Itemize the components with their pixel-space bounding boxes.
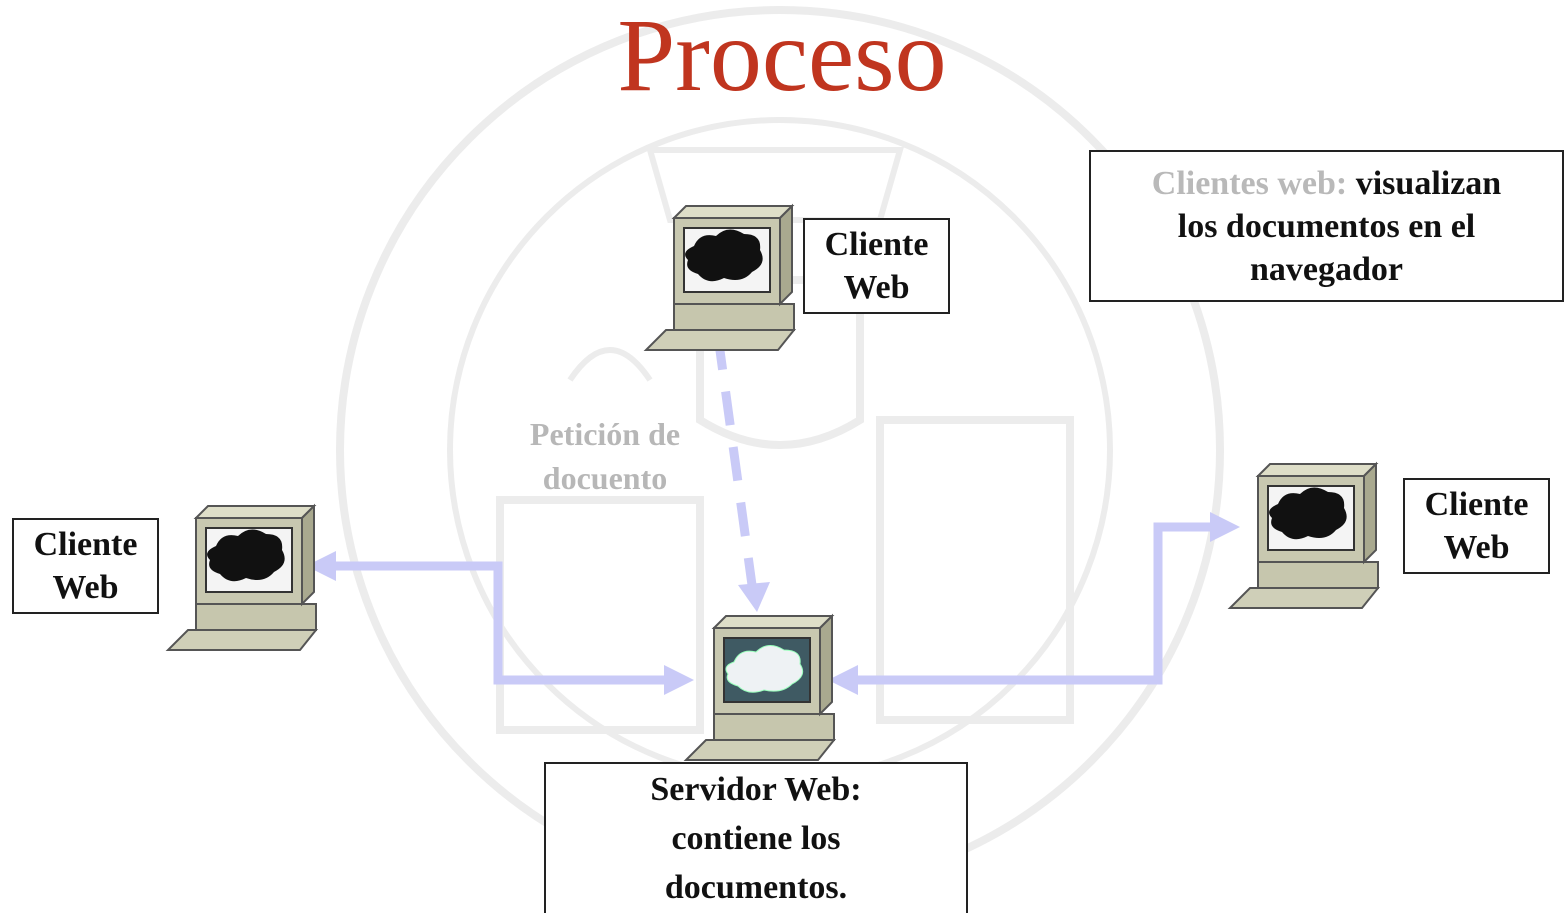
clients-web-line1: Clientes web: visualizan bbox=[1091, 162, 1562, 205]
client-label-right: Cliente Web bbox=[1403, 478, 1550, 574]
clients-web-label: Clientes web: bbox=[1151, 164, 1348, 202]
connection-arrows bbox=[306, 335, 1240, 695]
client-label-line1: Cliente bbox=[1424, 486, 1529, 523]
client-label-line2: Web bbox=[843, 269, 910, 306]
clients-web-line3: navegador bbox=[1250, 250, 1403, 288]
right-client-arrowhead bbox=[1210, 512, 1240, 542]
client-label-line1: Cliente bbox=[824, 226, 929, 263]
request-arrowhead bbox=[738, 582, 770, 612]
computer-icon-left bbox=[167, 505, 317, 651]
server-description: Servidor Web: contiene los documentos. bbox=[544, 762, 968, 913]
right-connection bbox=[852, 522, 1220, 685]
client-label-line2: Web bbox=[1443, 529, 1510, 566]
server-line1: Servidor Web: bbox=[650, 771, 862, 808]
computer-icon-right bbox=[1229, 463, 1379, 609]
left-server-arrowhead bbox=[664, 665, 694, 695]
client-label-line1: Cliente bbox=[33, 526, 138, 563]
client-label-left: Cliente Web bbox=[12, 518, 159, 614]
right-server-arrowhead bbox=[828, 665, 858, 695]
server-line3: documentos. bbox=[664, 869, 848, 906]
clients-web-line2: los documentos en el bbox=[1177, 207, 1476, 245]
client-label-top: Cliente Web bbox=[803, 218, 950, 314]
request-note-line1: Petición de bbox=[529, 416, 681, 452]
left-connection bbox=[330, 561, 672, 685]
clients-web-text1: visualizan bbox=[1355, 164, 1502, 202]
computer-icon-top bbox=[645, 205, 795, 351]
server-line2: contiene los bbox=[671, 820, 841, 857]
left-arrowhead bbox=[306, 551, 336, 581]
request-note-line2: docuento bbox=[542, 460, 668, 496]
request-arrow bbox=[713, 335, 757, 586]
server-computer-icon bbox=[685, 615, 835, 761]
clients-web-description: Clientes web: visualizan los documentos … bbox=[1089, 150, 1564, 302]
request-note: Petición de docuento bbox=[490, 412, 720, 500]
page-title: Proceso bbox=[617, 0, 947, 113]
client-label-line2: Web bbox=[52, 569, 119, 606]
